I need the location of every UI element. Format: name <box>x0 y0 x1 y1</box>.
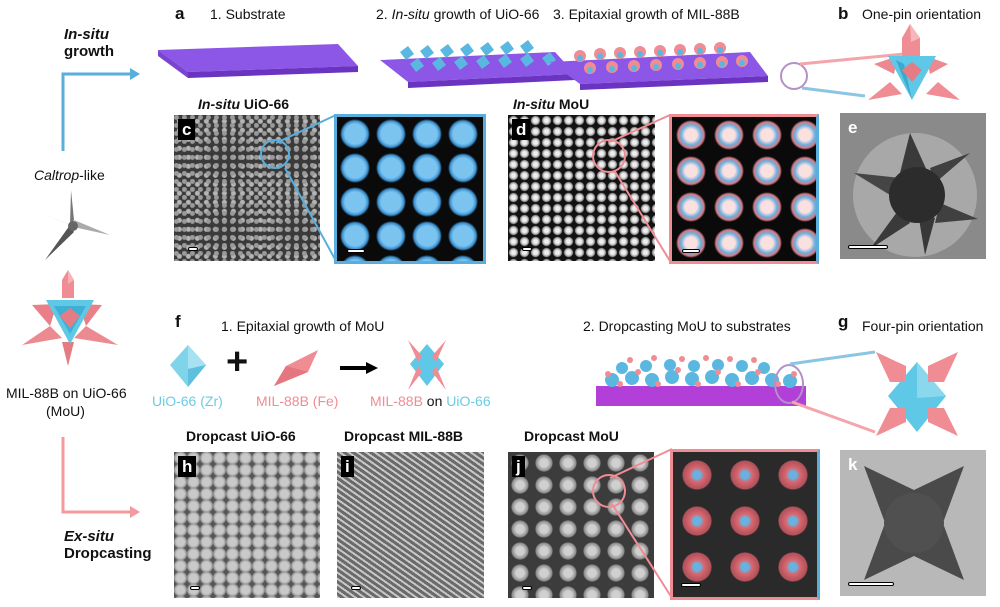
four-pin-orientation-icon <box>876 352 958 436</box>
product-label: MIL-88B on UiO-66 <box>370 394 491 408</box>
growth-label: growth <box>64 43 114 60</box>
panel-j-zoom-circle <box>592 474 626 508</box>
ex-situ-label: Ex-situ <box>64 528 115 545</box>
mou-label-line2: (MoU) <box>46 403 85 419</box>
panel-i-letter: i <box>341 456 354 477</box>
panel-c-scale-bar <box>188 247 198 251</box>
caltrop-icon <box>40 190 110 260</box>
step-2-prefix: 2. <box>376 6 392 22</box>
caltrop-rest: -like <box>79 167 105 183</box>
panel-c-title-italic: In-situ <box>198 96 240 112</box>
panel-c-sem-image: c <box>174 115 320 261</box>
step-3-label: 3. Epitaxial growth of MIL-88B <box>553 6 740 22</box>
ex-situ-arrow-icon <box>61 437 140 518</box>
panel-f-step2: 2. Dropcasting MoU to substrates <box>583 318 791 334</box>
panel-j-scale-bar <box>522 586 532 590</box>
uio-66-zr-label: UiO-66 (Zr) <box>152 393 223 409</box>
substrate-mou-icon <box>550 42 768 90</box>
caltrop-italic: Caltrop <box>34 167 80 183</box>
panel-j-sem-image: j <box>508 452 654 598</box>
panel-d-scale-bar <box>522 247 532 251</box>
panel-j-title: Dropcast MoU <box>524 428 619 444</box>
panel-g-title: Four-pin orientation <box>862 318 984 334</box>
in-situ-label: In-situ <box>64 26 109 43</box>
panel-c-letter: c <box>178 119 196 140</box>
panel-d-zoom-lines <box>609 114 671 262</box>
step-2-suffix: growth of UiO-66 <box>429 6 540 22</box>
panel-j-zoom-lines <box>609 448 673 599</box>
four-pin-particle-icon <box>864 466 964 580</box>
panel-d-letter: d <box>512 119 531 140</box>
panel-h-sem-image: h <box>174 452 320 598</box>
dropcast-substrate-icon <box>596 355 806 406</box>
panel-d-title-rest: MoU <box>555 96 590 112</box>
panel-d-zoom-scale-bar <box>682 249 700 253</box>
reaction-arrow-icon <box>340 362 378 374</box>
panel-j-letter: j <box>512 456 525 477</box>
product-uio-label: UiO-66 <box>446 393 491 409</box>
panel-a-letter: a <box>175 4 185 23</box>
panel-h-letter: h <box>178 456 197 477</box>
panel-d-title: In-situ MoU <box>513 97 589 111</box>
panel-k-letter: k <box>848 455 858 474</box>
plus-sign: + <box>226 341 249 383</box>
panel-c-zoom-lines <box>275 114 337 262</box>
product-on-label: on <box>422 393 447 409</box>
panel-b-title: One-pin orientation <box>862 6 982 22</box>
panel-d-sem-image: d <box>508 115 655 261</box>
panel-k-tem-image: k <box>840 450 986 596</box>
panel-f-step1: 1. Epitaxial growth of MoU <box>221 318 385 334</box>
mil-88b-crystal-icon <box>274 350 318 386</box>
substrate-plain-icon <box>158 44 358 78</box>
panel-c-title-rest: UiO-66 <box>240 96 290 112</box>
uio-66-octahedron-icon <box>170 345 206 387</box>
panel-j-zoom-scale-bar <box>681 583 701 587</box>
six-pin-particle-icon <box>853 133 978 257</box>
mou-four-pin-icon <box>408 340 446 390</box>
panel-h-title: Dropcast UiO-66 <box>186 428 296 444</box>
one-pin-orientation-icon <box>868 24 960 100</box>
panel-c-zoom-image <box>334 114 486 264</box>
panel-g-letter: g <box>838 312 849 331</box>
step-2-italic: In-situ <box>391 6 430 22</box>
step-1-label: 1. Substrate <box>210 6 286 22</box>
panel-c-zoom-scale-bar <box>347 249 365 253</box>
panel-b-letter: b <box>838 4 849 23</box>
panel-d-zoom-circle <box>592 139 626 173</box>
mil-88b-fe-label: MIL-88B (Fe) <box>256 393 339 409</box>
panel-e-tem-image: e <box>840 113 986 259</box>
substrate-uio-icon <box>380 40 575 88</box>
panel-g-zoom-lines <box>789 350 876 434</box>
step-2-label: 2. In-situ growth of UiO-66 <box>376 7 539 21</box>
dropcasting-label: Dropcasting <box>64 545 152 562</box>
panel-k-scale-bar <box>848 582 894 586</box>
panel-a-zoom-circle <box>780 62 808 90</box>
panel-c-title: In-situ UiO-66 <box>198 97 289 111</box>
product-mil-label: MIL-88B <box>370 393 423 409</box>
panel-f-zoom-circle <box>774 364 804 404</box>
panel-e-letter: e <box>848 118 858 137</box>
caltrop-label: Caltrop-like <box>34 168 105 182</box>
panel-f-letter: f <box>175 312 181 331</box>
panel-c-zoom-circle <box>260 139 290 169</box>
mou-label-line1: MIL-88B on UiO-66 <box>6 385 127 401</box>
panel-e-scale-bar <box>848 245 888 249</box>
panel-i-sem-image: i <box>337 452 484 598</box>
panel-i-scale-bar <box>351 586 361 590</box>
panel-i-title: Dropcast MIL-88B <box>344 428 464 444</box>
panel-d-title-italic: In-situ <box>513 96 555 112</box>
mou-icon <box>22 270 118 366</box>
panel-b-zoom-lines <box>799 52 906 98</box>
panel-h-scale-bar <box>190 586 200 590</box>
panel-d-zoom-image <box>669 114 819 264</box>
panel-j-zoom-image <box>670 449 820 600</box>
in-situ-arrow-icon <box>61 68 140 151</box>
